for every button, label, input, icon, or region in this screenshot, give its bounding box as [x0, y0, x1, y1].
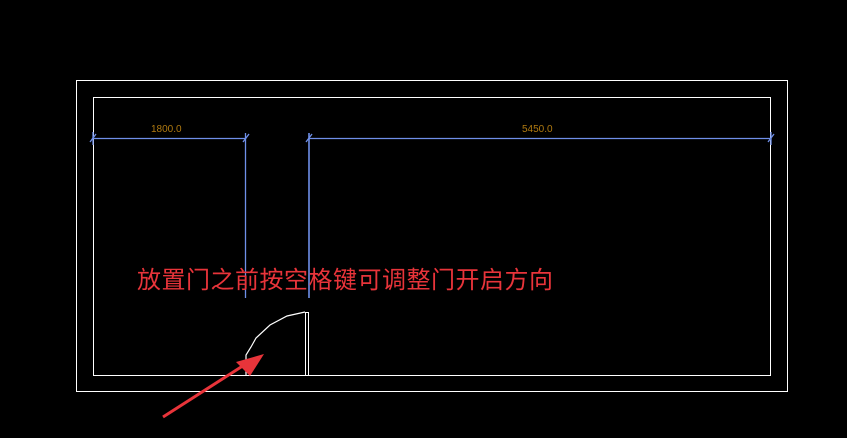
- outer-wall: [76, 80, 788, 392]
- dimension-label-right: 5450.0: [522, 124, 553, 135]
- arrow-annotation: [162, 354, 264, 419]
- dimension-lines: [89, 132, 775, 298]
- dimension-label-left: 1800.0: [151, 124, 182, 135]
- hint-text: 放置门之前按空格键可调整门开启方向: [137, 266, 554, 294]
- inner-wall: [93, 97, 771, 376]
- door[interactable]: [245, 311, 309, 376]
